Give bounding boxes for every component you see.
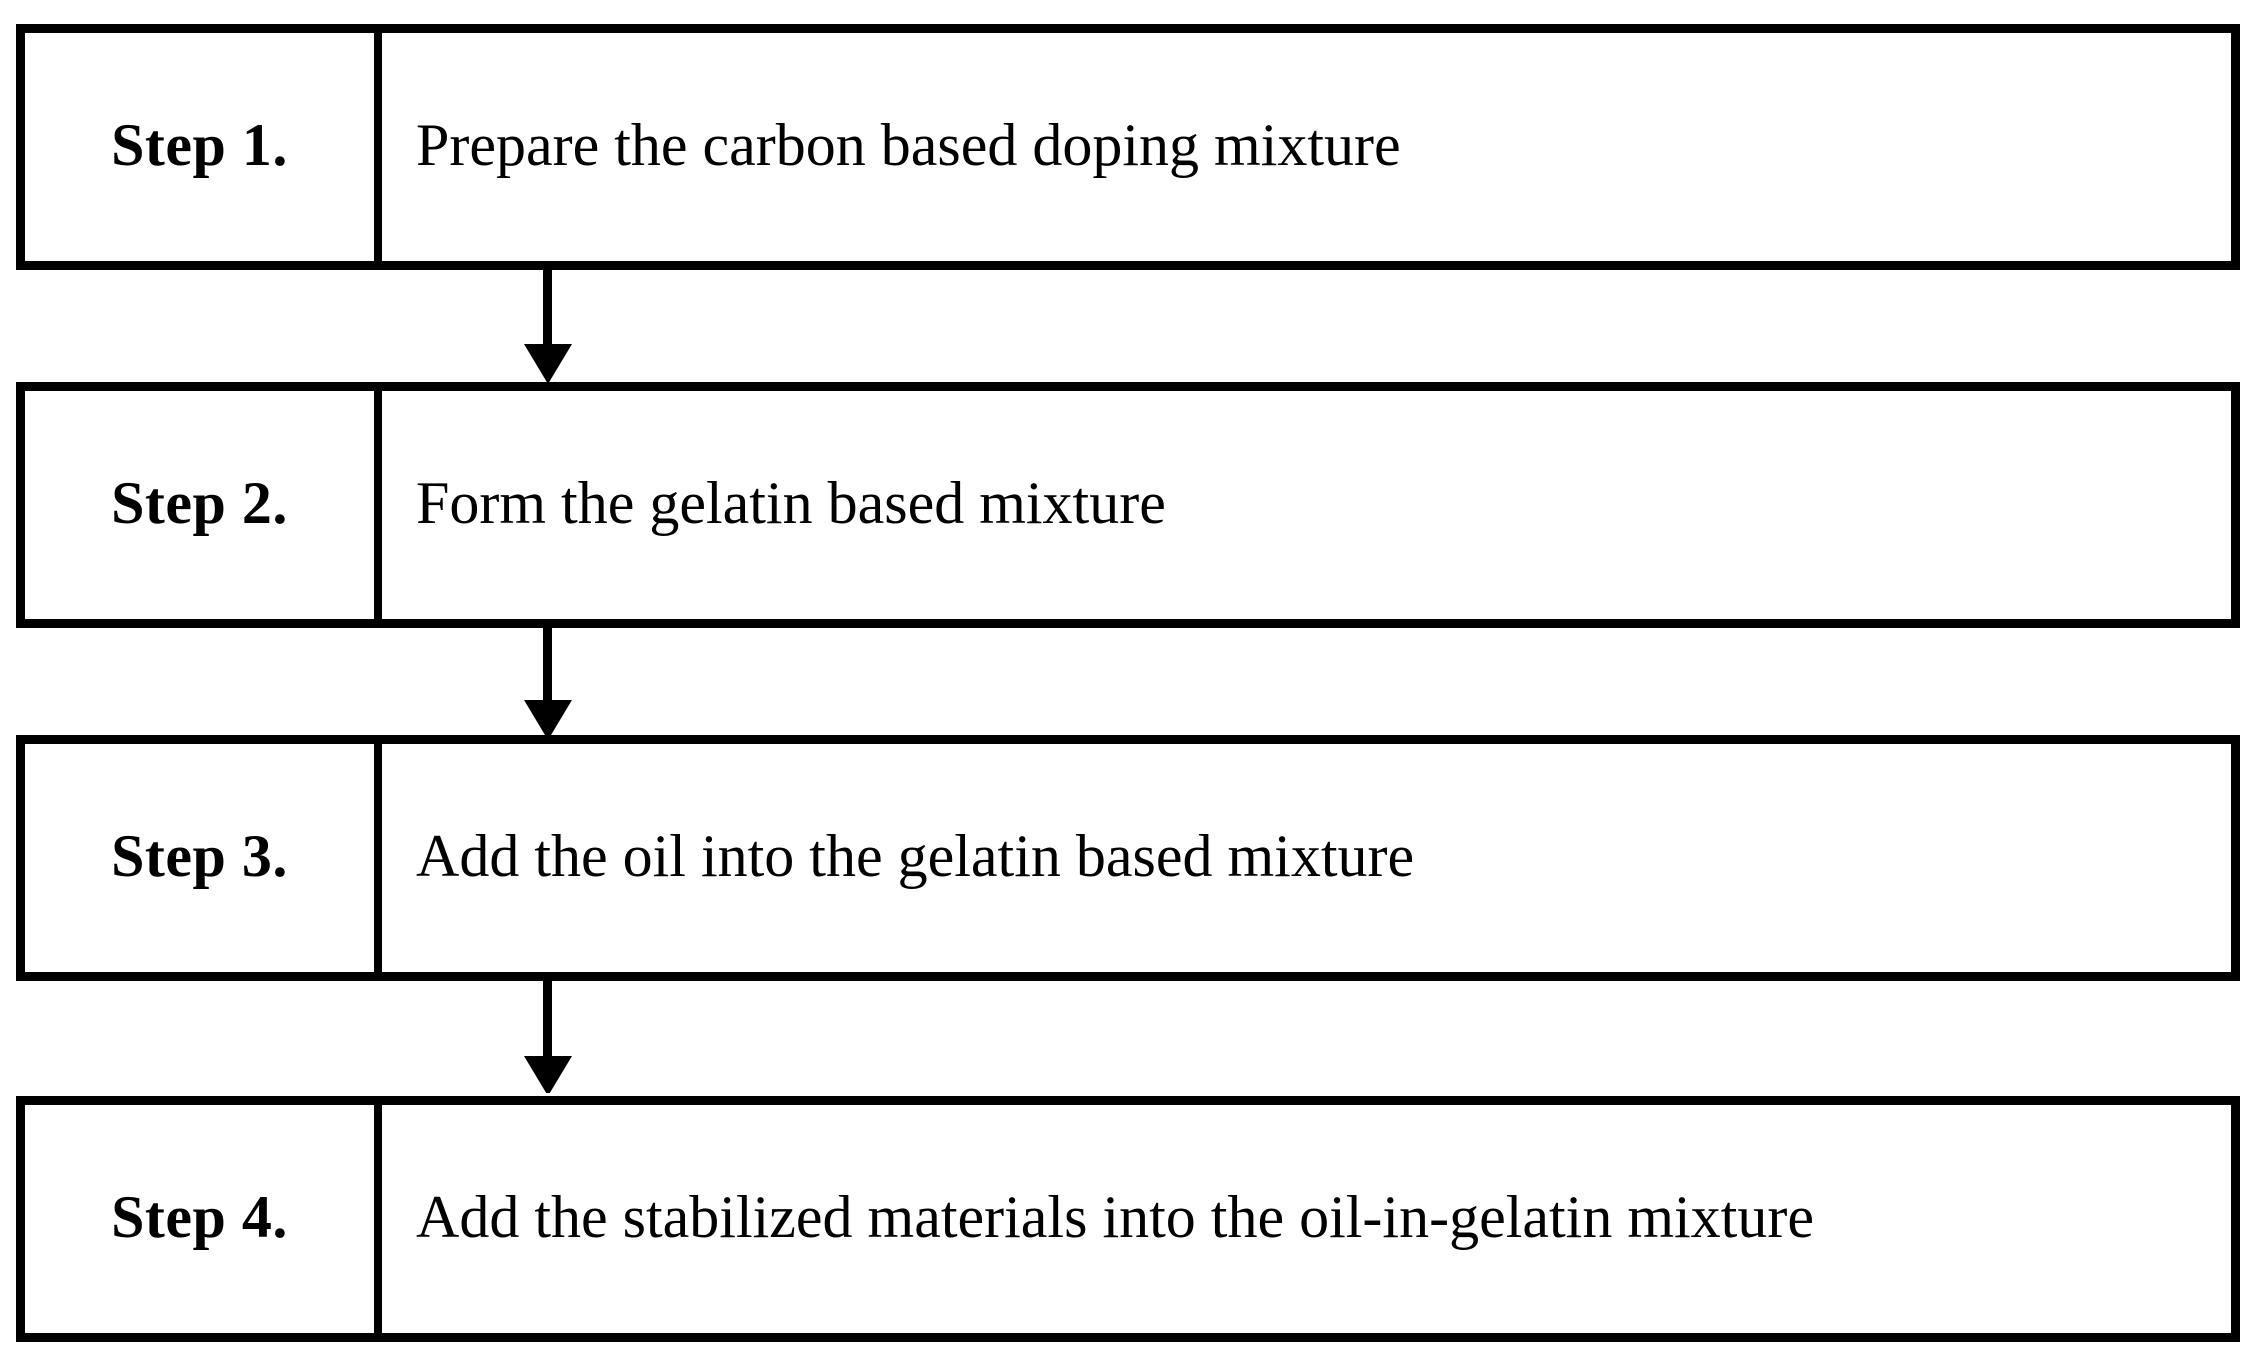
step-4-text-cell: Add the stabilized materials into the oi…: [382, 1105, 2231, 1333]
connector-step2-to-step3: [524, 622, 572, 740]
step-3-text-cell: Add the oil into the gelatin based mixtu…: [382, 744, 2231, 972]
step-2-label: Step 2.: [111, 470, 288, 536]
step-4-label: Step 4.: [111, 1184, 288, 1250]
step-4-label-cell: Step 4.: [25, 1105, 382, 1333]
step-4-description: Add the stabilized materials into the oi…: [416, 1184, 1814, 1250]
step-2-description: Form the gelatin based mixture: [416, 470, 1166, 536]
connector-step1-to-step2: [524, 266, 572, 384]
step-1-text-cell: Prepare the carbon based doping mixture: [382, 33, 2231, 261]
flowchart-step-1: Step 1. Prepare the carbon based doping …: [16, 24, 2240, 270]
connector-step3-to-step4: [524, 975, 572, 1093]
flowchart-step-4: Step 4. Add the stabilized materials int…: [16, 1096, 2240, 1342]
down-arrow-icon: [524, 975, 572, 1093]
down-arrow-icon: [524, 622, 572, 740]
down-arrow-icon: [524, 266, 572, 384]
step-3-label: Step 3.: [111, 823, 288, 889]
step-1-label-cell: Step 1.: [25, 33, 382, 261]
step-3-description: Add the oil into the gelatin based mixtu…: [416, 823, 1415, 889]
step-2-label-cell: Step 2.: [25, 391, 382, 619]
step-3-label-cell: Step 3.: [25, 744, 382, 972]
step-1-label: Step 1.: [111, 112, 288, 178]
step-2-text-cell: Form the gelatin based mixture: [382, 391, 2231, 619]
flowchart-step-2: Step 2. Form the gelatin based mixture: [16, 382, 2240, 628]
flowchart-step-3: Step 3. Add the oil into the gelatin bas…: [16, 735, 2240, 981]
step-1-description: Prepare the carbon based doping mixture: [416, 112, 1401, 178]
